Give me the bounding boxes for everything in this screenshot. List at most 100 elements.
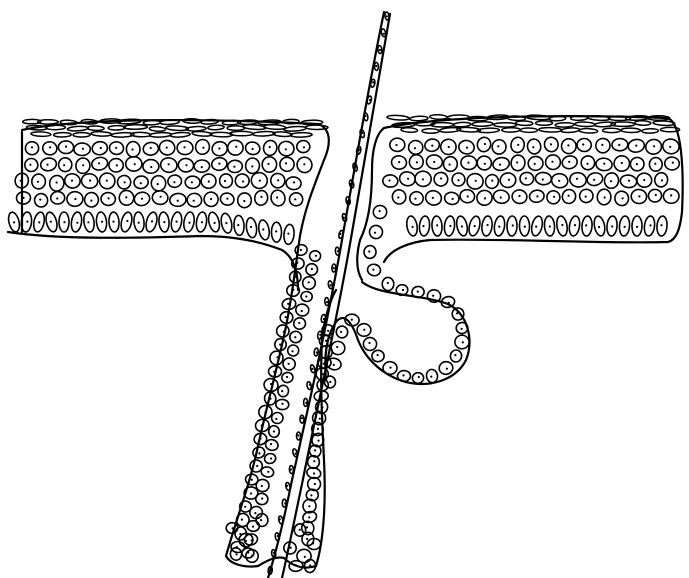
cell-nucleus <box>669 146 671 148</box>
cell-nucleus <box>258 452 260 454</box>
cell <box>412 372 425 384</box>
cell-nucleus <box>601 144 603 146</box>
cell-nucleus <box>374 232 376 234</box>
cell-nucleus <box>300 249 302 251</box>
cell-nucleus <box>417 291 419 293</box>
cell-nucleus <box>638 195 640 197</box>
cell-nucleus <box>173 181 175 183</box>
cell-nucleus <box>56 197 58 199</box>
cell-nucleus <box>350 183 352 185</box>
cell-nucleus <box>288 363 290 365</box>
cell-nucleus <box>202 147 204 149</box>
cell-nucleus <box>63 221 65 223</box>
cell-nucleus <box>436 224 438 226</box>
cell-nucleus <box>549 225 551 227</box>
cell-nucleus <box>586 163 588 165</box>
flat-cell <box>472 122 493 127</box>
cell-nucleus <box>475 180 477 182</box>
cell <box>70 211 83 232</box>
cell-nucleus <box>379 49 381 51</box>
cell-nucleus <box>188 222 190 224</box>
flat-cell <box>575 122 596 127</box>
cell-nucleus <box>284 502 286 504</box>
cell-nucleus <box>593 179 595 181</box>
cell-nucleus <box>624 226 626 228</box>
cell-nucleus <box>383 33 385 35</box>
cell-nucleus <box>261 424 263 426</box>
cell-nucleus <box>407 178 409 180</box>
cell <box>481 215 493 236</box>
cell-nucleus <box>259 180 261 182</box>
cell-nucleus <box>87 221 89 223</box>
cell <box>271 412 283 424</box>
hair-shaft-edge <box>282 14 390 578</box>
cell-nucleus <box>333 267 335 269</box>
cell-nucleus <box>518 195 520 197</box>
cell-nucleus <box>252 148 254 150</box>
cell-nucleus <box>308 505 310 507</box>
cell-nucleus <box>243 200 245 202</box>
cell-nucleus <box>432 197 434 199</box>
cell-nucleus <box>301 417 303 419</box>
cell-nucleus <box>294 198 296 200</box>
cell-nucleus <box>260 519 262 521</box>
cell <box>577 138 592 152</box>
cell-nucleus <box>290 547 292 549</box>
cell-nucleus <box>386 15 388 17</box>
cell-nucleus <box>636 163 638 165</box>
cell-nucleus <box>462 341 464 343</box>
cell-nucleus <box>286 376 288 378</box>
cell-nucleus <box>270 383 272 385</box>
cell-nucleus <box>82 164 84 166</box>
cell-nucleus <box>327 330 329 332</box>
cell-nucleus <box>251 165 253 167</box>
cell-nucleus <box>285 162 287 164</box>
flat-cell <box>201 119 219 125</box>
cell-nucleus <box>311 268 313 270</box>
cell-nucleus <box>281 403 283 405</box>
cell-nucleus <box>452 198 454 200</box>
cell-nucleus <box>273 430 275 432</box>
cell-nucleus <box>303 146 305 148</box>
cell-nucleus <box>276 196 278 198</box>
cell-nucleus <box>283 331 285 333</box>
cell-nucleus <box>309 384 311 386</box>
cell-nucleus <box>251 554 253 556</box>
cell-nucleus <box>635 145 637 147</box>
flat-cell <box>263 124 286 130</box>
cell-nucleus <box>237 224 239 226</box>
cell-nucleus <box>484 143 486 145</box>
cell-nucleus <box>276 356 278 358</box>
flat-cell <box>621 128 641 133</box>
cell-nucleus <box>457 179 459 181</box>
flat-cell <box>192 131 212 137</box>
flat-cell <box>387 115 410 121</box>
cell-nucleus <box>261 497 263 499</box>
cell-nucleus <box>431 145 433 147</box>
cell-nucleus <box>108 197 110 199</box>
cell-nucleus <box>13 221 15 223</box>
flat-cell <box>401 127 418 132</box>
cell-nucleus <box>670 194 672 196</box>
cell-nucleus <box>467 162 469 164</box>
cell-nucleus <box>65 146 67 148</box>
cell-nucleus <box>322 373 324 375</box>
flat-cell <box>535 121 552 126</box>
flat-cell <box>208 125 225 130</box>
cell-nucleus <box>542 178 544 180</box>
cell-nucleus <box>622 197 624 199</box>
cell-nucleus <box>38 221 40 223</box>
cell-nucleus <box>321 406 323 408</box>
cell-nucleus <box>466 147 468 149</box>
flat-cell <box>520 128 537 133</box>
cell-nucleus <box>301 310 303 312</box>
cell-nucleus <box>323 318 325 320</box>
cell-nucleus <box>448 146 450 148</box>
flat-cell <box>230 131 253 135</box>
cell-nucleus <box>264 412 266 414</box>
cell-nucleus <box>430 376 432 378</box>
flat-cell <box>635 121 651 126</box>
cell-nucleus <box>76 222 78 224</box>
cell-nucleus <box>233 166 235 168</box>
cell-nucleus <box>568 161 570 163</box>
